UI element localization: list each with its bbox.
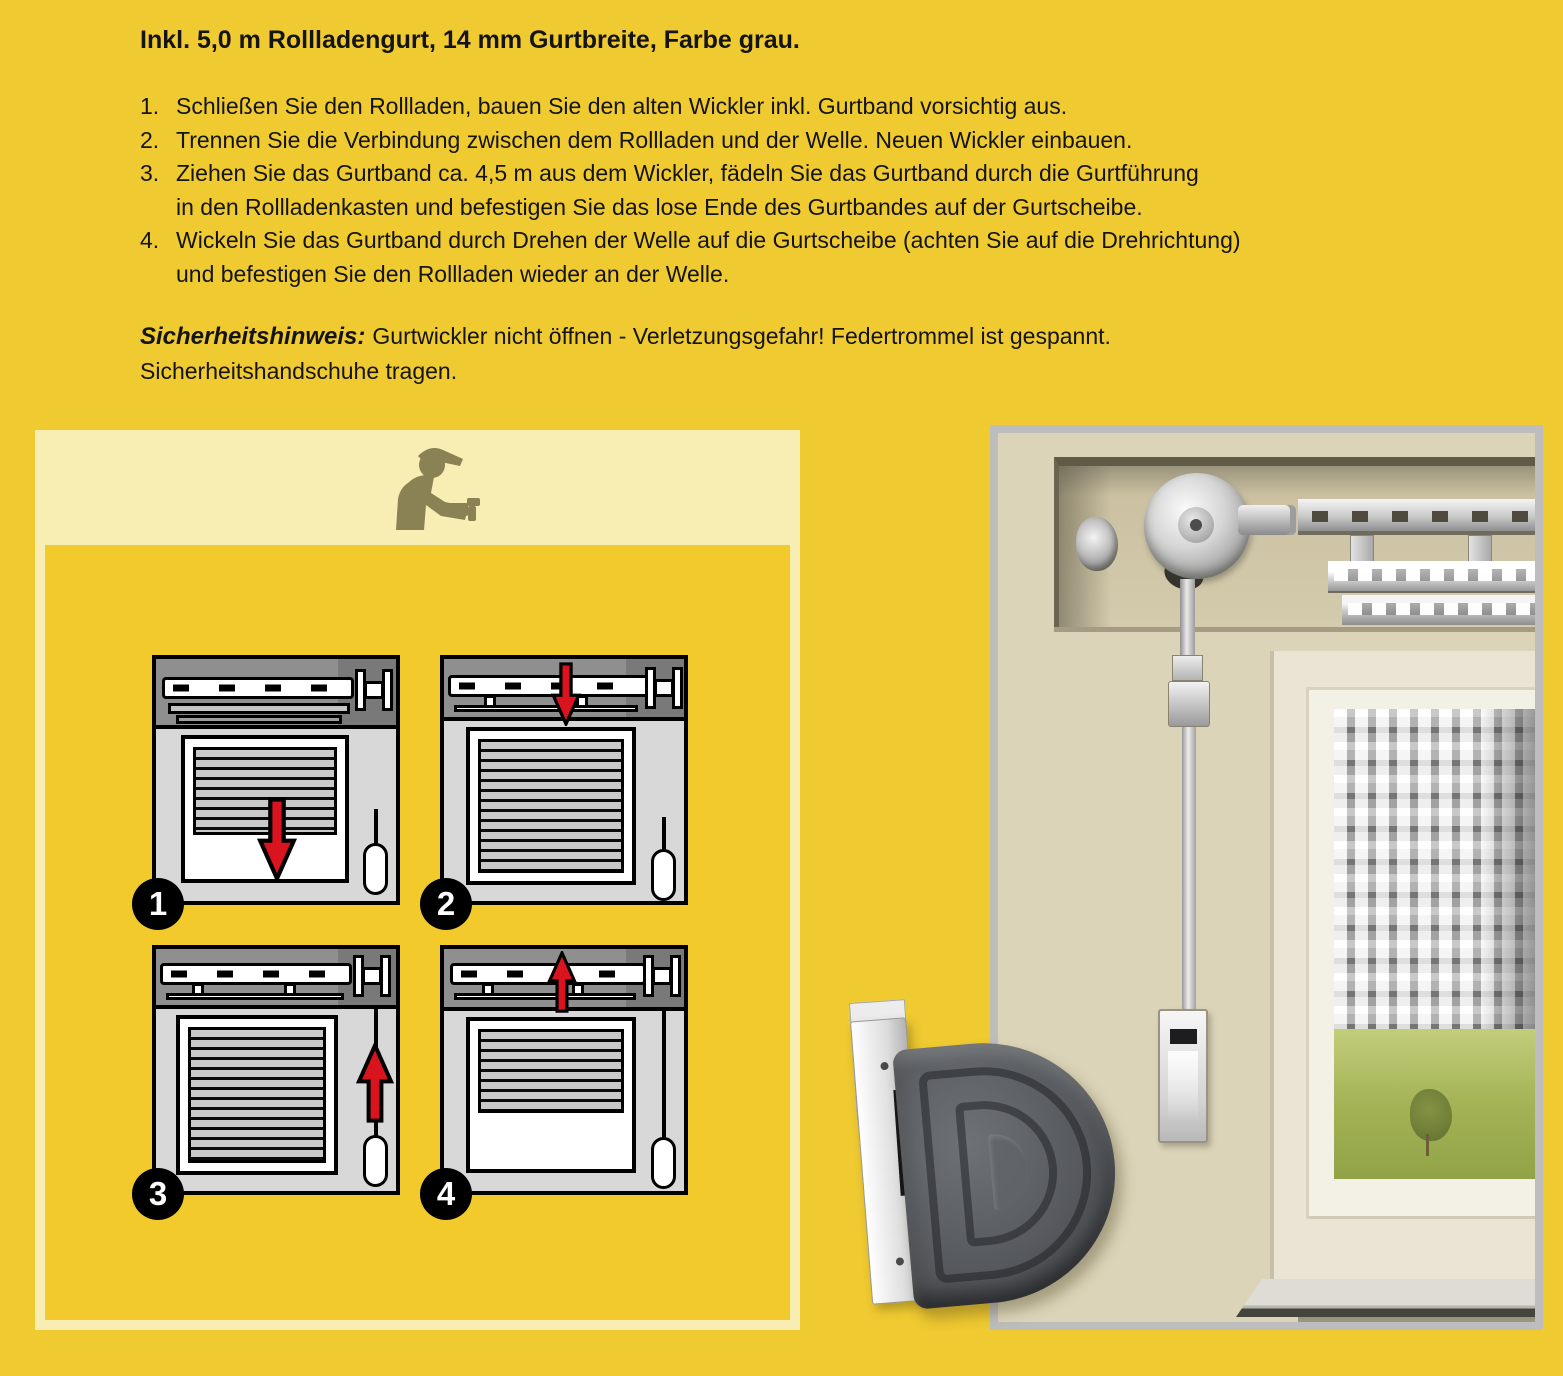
shutter-box xyxy=(156,949,396,1009)
step-text: Schließen Sie den Rollladen, bauen Sie d… xyxy=(176,93,1068,119)
instruction-panel: 1 2 3 xyxy=(35,430,800,1330)
shutter-window xyxy=(466,727,636,885)
step-text: Ziehen Sie das Gurtband ca. 4,5 m aus de… xyxy=(176,160,1199,220)
screw xyxy=(880,1061,889,1071)
step-badge: 4 xyxy=(420,1168,472,1220)
step-badge: 2 xyxy=(420,878,472,930)
roller-axle xyxy=(162,677,354,699)
red-arrow-up-icon xyxy=(547,951,577,1013)
flush-mounted-winder xyxy=(1158,1009,1208,1143)
step-text: Trennen Sie die Verbindung zwischen dem … xyxy=(176,126,1133,153)
diagram-step-2: 2 xyxy=(420,655,688,930)
belt-strap xyxy=(1180,579,1195,661)
belt-handle xyxy=(651,849,676,901)
shutter-curtain-through-glass xyxy=(1334,709,1535,1029)
belt-cord xyxy=(374,809,378,849)
belt-handle xyxy=(363,1135,388,1187)
diagram-step-1: 1 xyxy=(132,655,400,930)
red-arrow-up-icon xyxy=(355,1043,395,1123)
belt-cord xyxy=(662,817,666,853)
belt-handle xyxy=(651,1137,676,1189)
diagram-step-3: 3 xyxy=(132,945,400,1220)
step-item-3: 3. Ziehen Sie das Gurtband ca. 4,5 m aus… xyxy=(140,157,1460,224)
red-arrow-down-icon xyxy=(256,797,298,881)
shutter-slats xyxy=(193,747,337,835)
belt-spool xyxy=(355,669,393,711)
instruction-text-block: Inkl. 5,0 m Rollladengurt, 14 mm Gurtbre… xyxy=(140,24,1460,388)
safety-note: Sicherheitshinweis:Gurtwickler nicht öff… xyxy=(140,319,1460,388)
meadow-view xyxy=(1334,1028,1535,1179)
window xyxy=(1270,651,1535,1315)
shutter-slats xyxy=(478,1029,624,1113)
installation-steps: 1. Schließen Sie den Rollladen, bauen Si… xyxy=(140,90,1460,291)
step-text: Wickeln Sie das Gurtband durch Drehen de… xyxy=(176,227,1241,287)
step-badge: 3 xyxy=(132,1168,184,1220)
shutter-window xyxy=(181,735,349,883)
belt-winder-product xyxy=(843,993,1126,1325)
step-number: 1. xyxy=(140,93,160,119)
shutter-window xyxy=(466,1017,636,1173)
belt-cord xyxy=(662,1007,666,1139)
belt-spool xyxy=(645,667,683,709)
belt-spool xyxy=(353,955,391,997)
step-item-2: 2. Trennen Sie die Verbindung zwischen d… xyxy=(140,124,1460,158)
belt-handle xyxy=(363,843,388,895)
belt-spool xyxy=(643,955,681,997)
bush xyxy=(1410,1088,1453,1141)
step-number: 2. xyxy=(140,126,160,153)
red-arrow-down-icon xyxy=(550,662,582,726)
window-glass xyxy=(1334,709,1535,1179)
step-number: 3. xyxy=(140,160,160,186)
screw xyxy=(895,1257,905,1266)
roller-axle xyxy=(160,963,352,985)
step-badge: 1 xyxy=(132,878,184,930)
top-shutter-slat xyxy=(1342,595,1535,625)
step-item-4: 4. Wickeln Sie das Gurtband durch Drehen… xyxy=(140,224,1460,291)
pulley-axle-stub xyxy=(1238,505,1296,535)
belt-guide xyxy=(1172,655,1203,681)
window-sill xyxy=(1236,1279,1535,1317)
installation-photo xyxy=(990,425,1543,1330)
belt-strap xyxy=(1182,727,1196,1027)
product-headline: Inkl. 5,0 m Rollladengurt, 14 mm Gurtbre… xyxy=(140,26,800,54)
shutter-slats xyxy=(188,1027,326,1163)
shutter-box xyxy=(156,659,396,729)
winder-body xyxy=(892,1032,1126,1310)
top-shutter-slat xyxy=(1328,561,1535,591)
roller-shaft-rail xyxy=(1298,499,1535,535)
belt-guide xyxy=(1168,681,1210,727)
axle-bearing-disc xyxy=(1076,517,1118,571)
safety-note-text: Gurtwickler nicht öffnen - Verletzungsge… xyxy=(140,323,1111,384)
window-sash xyxy=(1306,687,1535,1219)
step-number: 4. xyxy=(140,227,160,253)
shutter-slats xyxy=(478,739,624,873)
shutter-window xyxy=(176,1015,338,1175)
step-item-1: 1. Schließen Sie den Rollladen, bauen Si… xyxy=(140,90,1460,124)
safety-note-label: Sicherheitshinweis: xyxy=(140,323,366,350)
diagram-step-4: 4 xyxy=(420,945,688,1220)
shutter-hanger xyxy=(1468,535,1492,565)
roller-axle xyxy=(448,675,650,697)
installer-with-drill-icon xyxy=(396,448,480,530)
